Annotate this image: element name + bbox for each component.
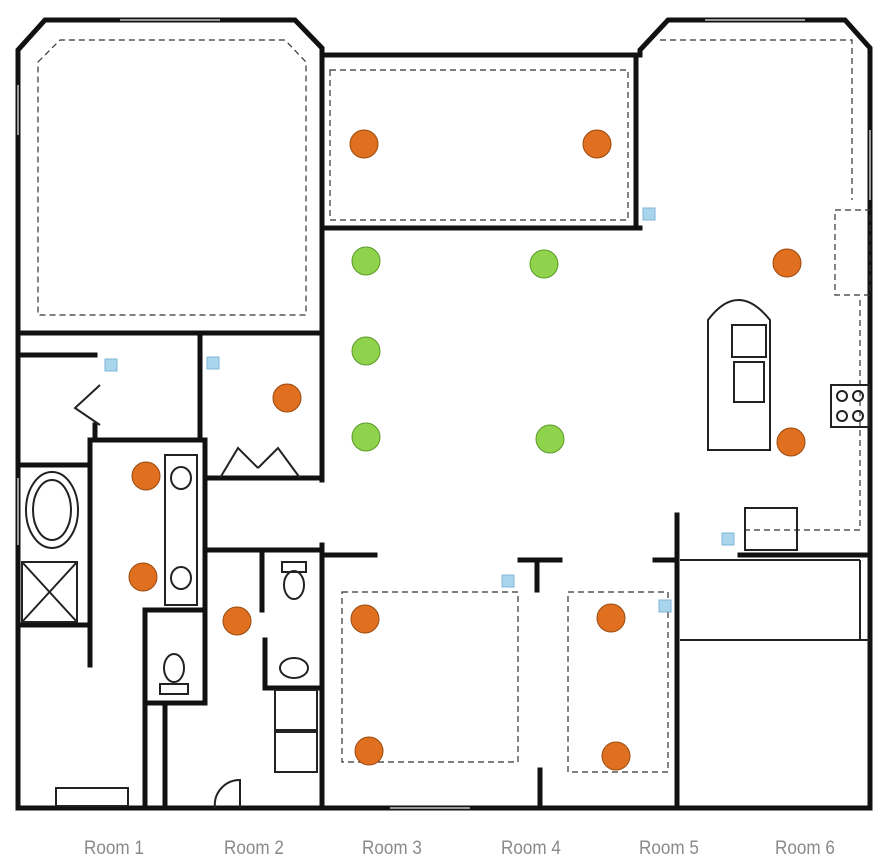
interior-walls [15, 52, 873, 811]
windows [17, 19, 871, 809]
room-label-3: Room 3 [362, 838, 422, 859]
blue-marker [721, 532, 735, 546]
vanity [164, 454, 198, 606]
blue-marker [642, 207, 656, 221]
kitchen-island [707, 299, 771, 451]
washer [274, 689, 318, 731]
ceiling-outlines [37, 39, 871, 773]
closet-doors [219, 446, 301, 479]
toilet [163, 653, 185, 683]
orange-marker [596, 603, 626, 633]
blue-marker [104, 358, 118, 372]
kitchen-sink [733, 361, 765, 403]
appliance [744, 507, 798, 551]
room-label-6: Room 6 [775, 838, 835, 859]
orange-marker [772, 248, 802, 278]
room-label-1: Room 1 [84, 838, 144, 859]
door [73, 384, 101, 426]
toilet [283, 570, 305, 600]
shower [21, 561, 78, 623]
orange-marker [354, 736, 384, 766]
blue-marker [658, 599, 672, 613]
dryer [274, 731, 318, 773]
orange-marker [776, 427, 806, 457]
orange-marker [350, 604, 380, 634]
orange-marker [131, 461, 161, 491]
blue-marker [206, 356, 220, 370]
orange-marker [349, 129, 379, 159]
sink [279, 657, 309, 679]
orange-marker [582, 129, 612, 159]
green-marker [351, 336, 381, 366]
orange-marker [272, 383, 302, 413]
room-label-4: Room 4 [501, 838, 561, 859]
orange-marker [128, 562, 158, 592]
green-marker [529, 249, 559, 279]
green-marker [351, 246, 381, 276]
blue-marker [501, 574, 515, 588]
room-label-5: Room 5 [639, 838, 699, 859]
bathtub [25, 471, 79, 549]
orange-marker [601, 741, 631, 771]
door [213, 778, 241, 809]
room-labels: Room 1 Room 2 Room 3 Room 4 Room 5 Room … [0, 838, 884, 868]
orange-marker [222, 606, 252, 636]
room-label-2: Room 2 [224, 838, 284, 859]
cooktop [830, 384, 870, 428]
green-marker [351, 422, 381, 452]
fixtures [21, 299, 870, 809]
markers [104, 129, 806, 771]
green-marker [535, 424, 565, 454]
